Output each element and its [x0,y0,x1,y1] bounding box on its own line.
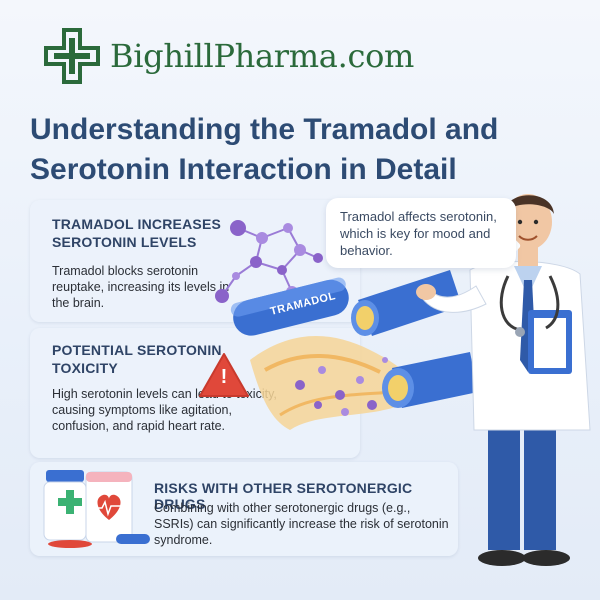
warning-mark: ! [220,366,228,388]
synapse-tube-upper [351,270,462,336]
card-title-line-2: SEROTONIN LEVELS [52,234,197,250]
medical-cross-icon [44,28,100,84]
info-card-toxicity: POTENTIAL SEROTONIN TOXICITY High seroto… [30,328,360,458]
title-line-2: Serotonin Interaction in Detail [30,153,457,186]
info-card-drug-risks: RISKS WITH OTHER SEROTONERGIC DRUGS Comb… [30,462,458,556]
brand-logo: BighillPharma.com [42,26,414,86]
page-title: Understanding the Tramadol and Serotonin… [30,110,570,190]
title-line-1: Understanding the Tramadol and [30,113,499,146]
card-title-line-2: TOXICITY [52,360,118,376]
card-title: RISKS WITH OTHER SEROTONERGIC DRUGS [154,480,413,512]
speech-bubble: Tramadol affects serotonin, which is key… [326,198,516,268]
synapse-tube-lower [382,352,478,408]
card-title-line-1: POTENTIAL SEROTONIN [52,342,222,358]
brand-name: BighillPharma.com [110,37,415,75]
card-title-line-1: TRAMADOL INCREASES [52,216,222,232]
card-body: Combining with other serotonergic drugs … [154,501,449,547]
card-body: High serotonin levels can lead to toxici… [52,387,277,433]
info-card-serotonin-levels: TRAMADOL INCREASES SEROTONIN LEVELS Tram… [30,200,360,322]
card-body: Tramadol blocks serotonin reuptake, incr… [52,264,230,310]
